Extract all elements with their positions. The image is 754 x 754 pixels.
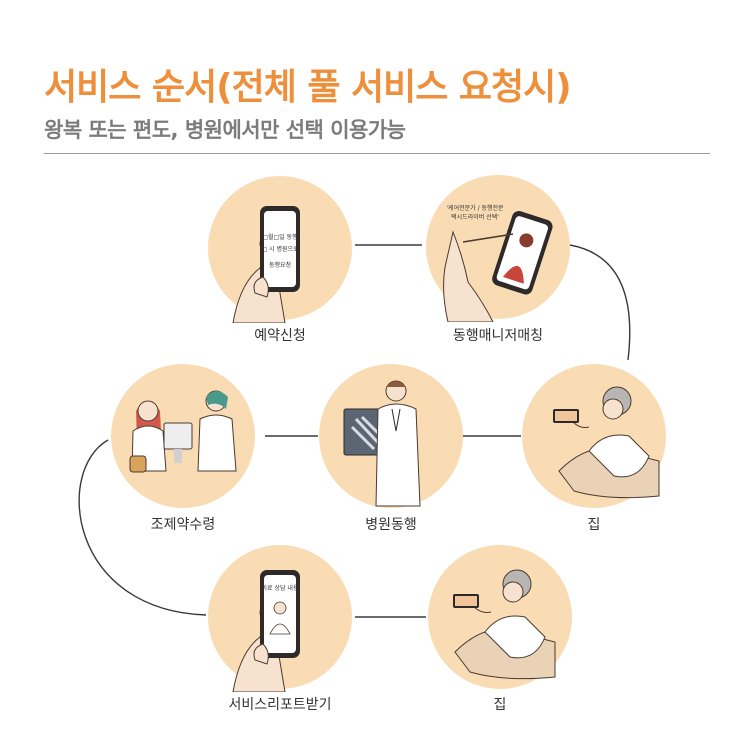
bubble-line-2: 택시드라이버 선택': [451, 213, 499, 221]
step-label-manager-matching: 동행매니저매칭: [452, 328, 544, 344]
step-prescription-pickup: 조제약수령: [108, 361, 258, 533]
step-hospital-escort: 병원동행: [316, 361, 466, 533]
screen-line-1: □월□일 동행: [262, 233, 297, 241]
pharmacy-counter-illustration: [111, 364, 255, 508]
connector-matching-home: [569, 244, 631, 361]
step-label-reservation: 예약신청: [254, 328, 306, 344]
phone-report-illustration: 의료 상담 내용: [208, 545, 352, 692]
page-title: 서비스 순서(전체 풀 서비스 요청시): [44, 67, 572, 108]
step-label-hospital-escort: 병원동행: [365, 517, 417, 533]
elderly-phone-illustration: [522, 364, 666, 508]
step-service-report: 의료 상담 내용 서비스리포트받기: [205, 542, 355, 713]
connector-pharmacy-report: [78, 439, 207, 616]
phone-selection-illustration: '케어전문가 / 동행전문 택시드라이버 선택': [426, 175, 570, 322]
step-label-service-report: 서비스리포트받기: [228, 697, 332, 713]
doctor-xray-illustration: [319, 364, 463, 508]
elderly-phone-illustration-2: [428, 545, 572, 689]
screen-line-3: 동행요청: [269, 261, 291, 269]
phone-hand-illustration: □월□일 동행 □ 시 병원으로 동행요청: [208, 176, 352, 323]
step-home-2: 집: [425, 542, 575, 713]
step-label-prescription-pickup: 조제약수령: [150, 517, 216, 533]
screen-line-2: □ 시 병원으로: [261, 245, 299, 253]
step-label-home-1: 집: [587, 517, 601, 533]
step-manager-matching: '케어전문가 / 동행전문 택시드라이버 선택' 동행매니저매칭: [423, 172, 573, 344]
header-divider: [44, 153, 710, 154]
step-label-home-2: 집: [493, 697, 507, 713]
bubble-line-1: '케어전문가 / 동행전문: [446, 204, 504, 212]
step-reservation: □월□일 동행 □ 시 병원으로 동행요청 예약신청: [205, 173, 355, 344]
page-subtitle: 왕복 또는 편도, 병원에서만 선택 이용가능: [44, 118, 406, 142]
screen-line-report: 의료 상담 내용: [262, 584, 299, 592]
step-home-1: 집: [519, 361, 669, 533]
